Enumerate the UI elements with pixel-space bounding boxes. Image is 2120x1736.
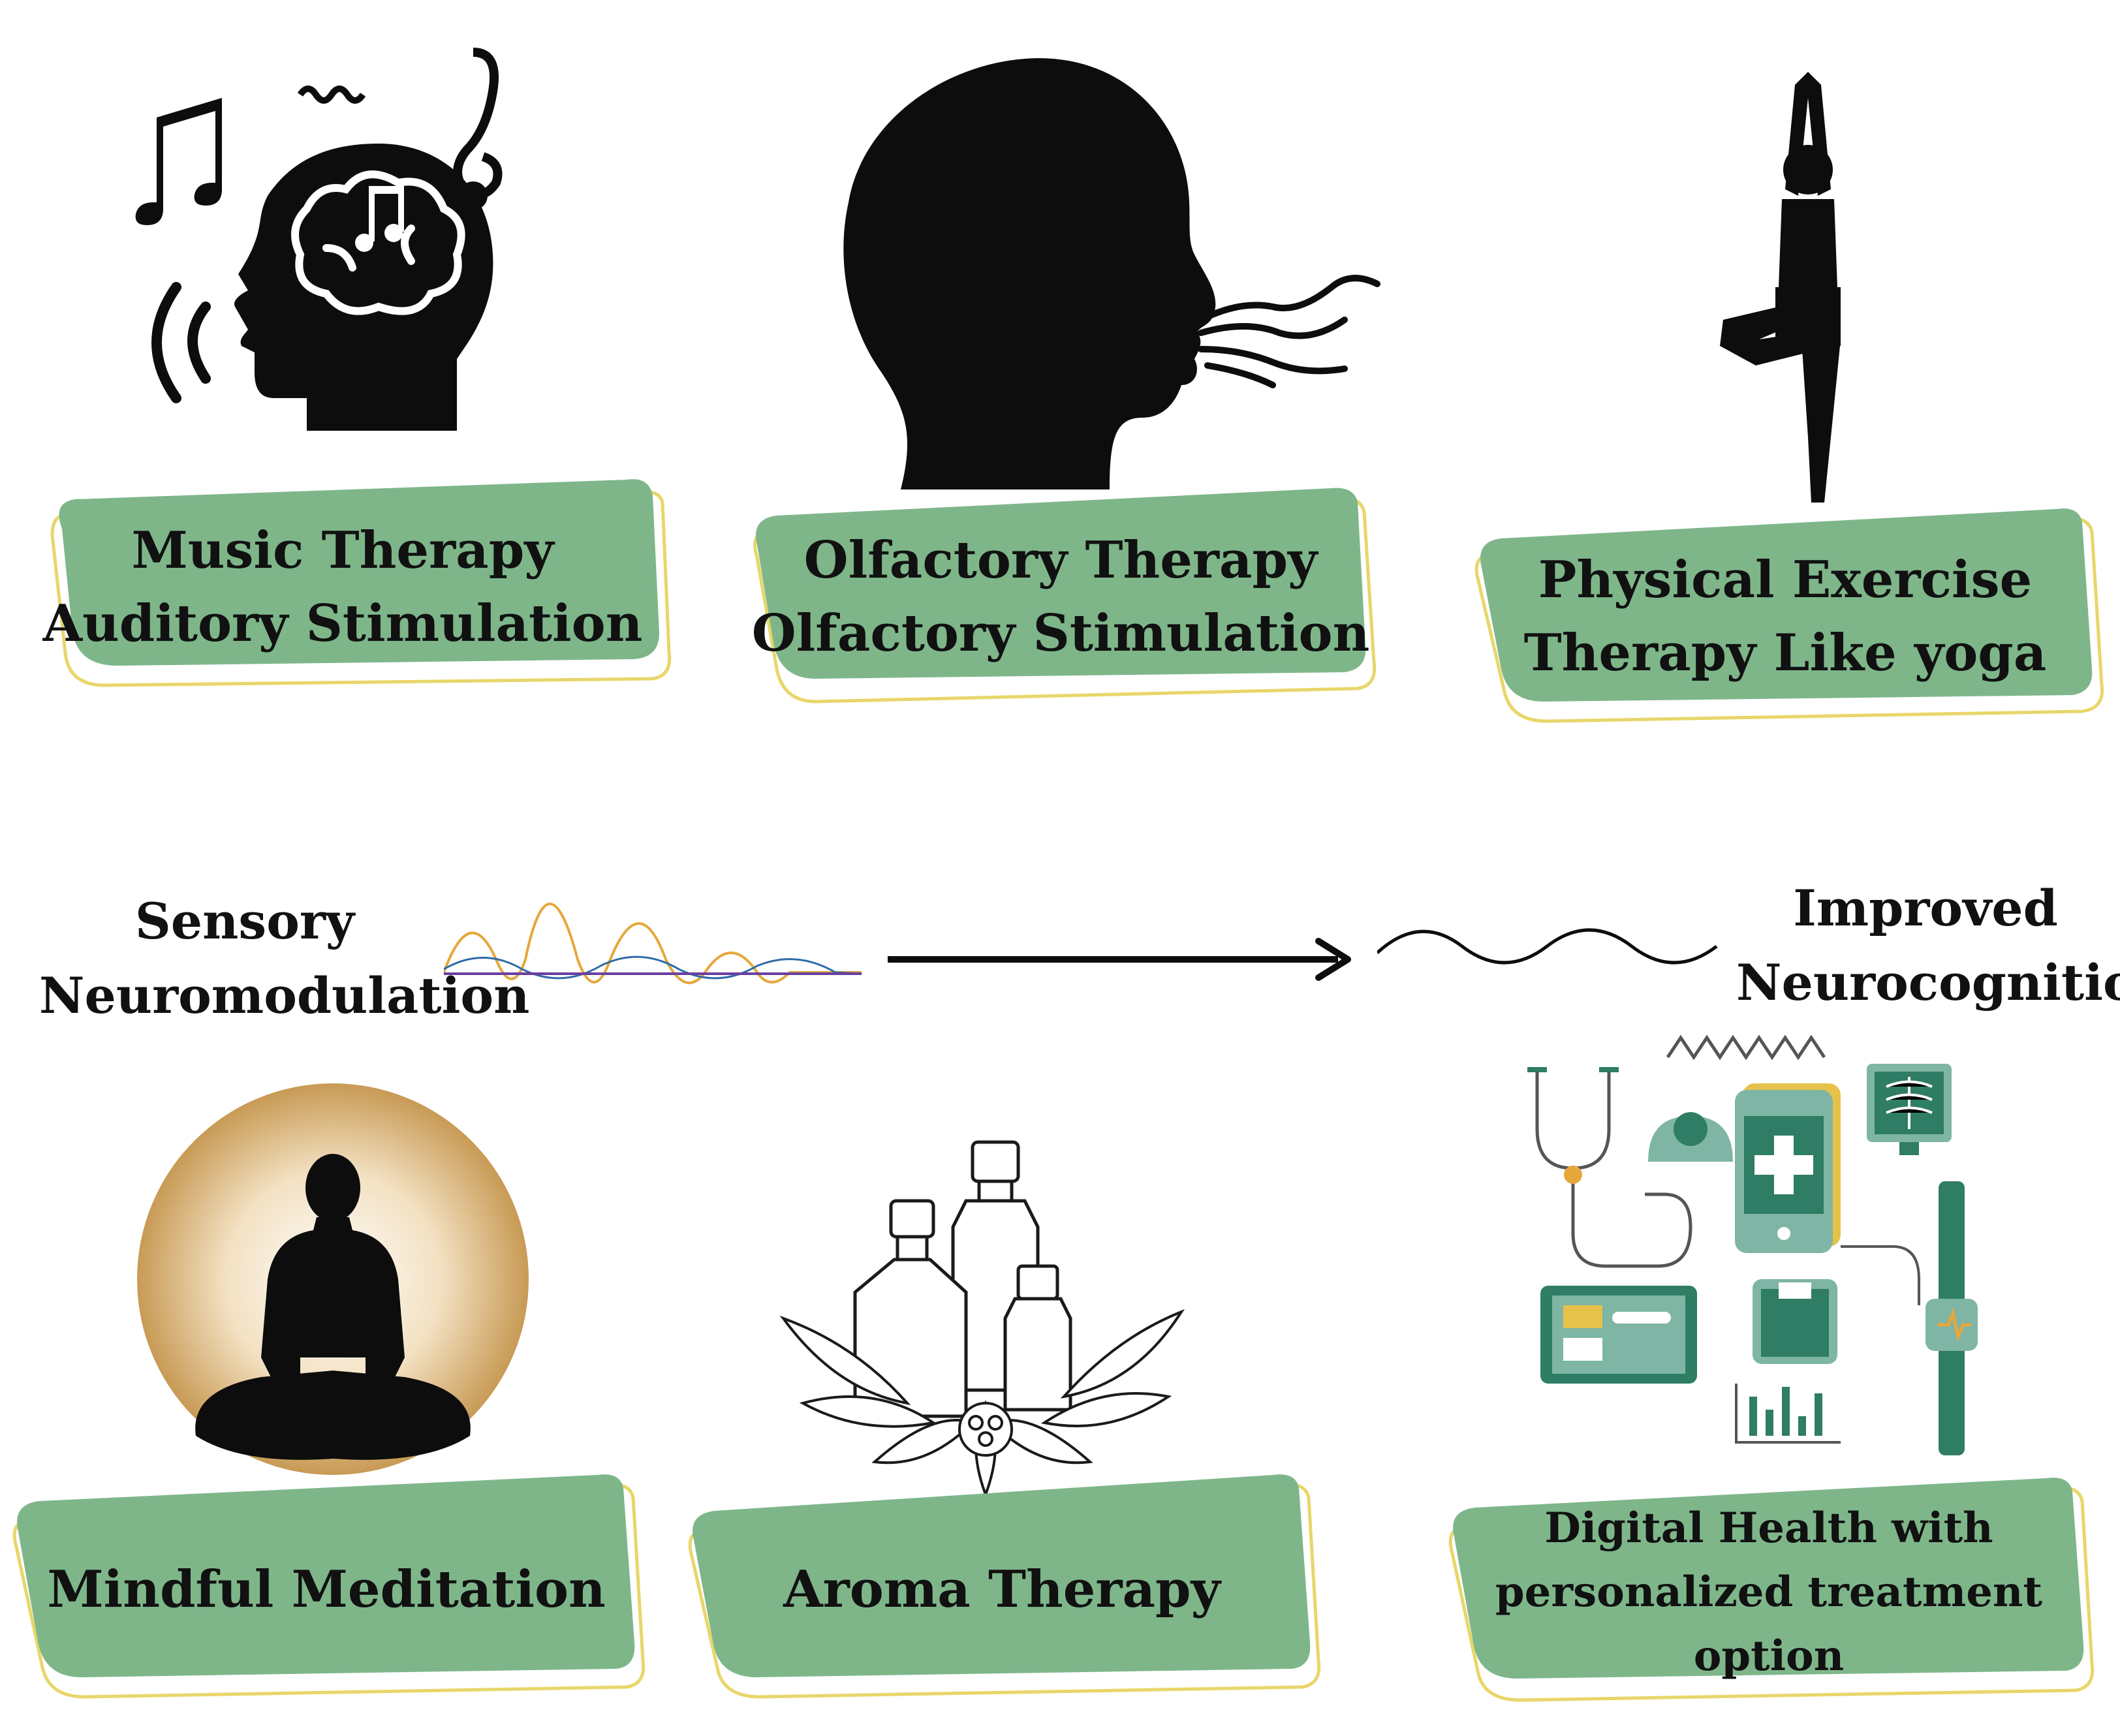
card-digital-line1: Digital Health with — [1544, 1504, 1993, 1553]
card-music-therapy: Music Therapy Auditory Stimulation — [26, 476, 672, 698]
card-exercise-line1: Physical Exercise — [1538, 550, 2033, 610]
card-olfactory-line1: Olfactory Therapy — [803, 531, 1318, 590]
smooth-wave-icon — [1377, 928, 1718, 965]
card-aroma-therapy: Aroma Therapy — [676, 1472, 1328, 1707]
card-meditation-line1: Mindful Meditation — [47, 1559, 606, 1619]
digital-health-devices-icon — [1527, 1034, 1978, 1455]
card-digital-line2: personalized treatment option — [1495, 1568, 2043, 1681]
flow-arrow-icon — [888, 938, 1351, 981]
sensory-neuromodulation-label: Sensory Neuromodulation — [39, 892, 530, 1025]
card-exercise-line2: Therapy Like yoga — [1523, 623, 2047, 683]
improved-neurocognition-label: Improved Neurocognition — [1736, 879, 2120, 1012]
music-head-icon — [135, 48, 503, 431]
aroma-bottles-icon — [779, 1140, 1185, 1495]
meditation-silhouette-icon — [137, 1083, 529, 1475]
breathing-head-icon — [843, 58, 1380, 489]
card-olfactory-therapy: Olfactory Therapy Olfactory Stimulation — [738, 486, 1384, 708]
card-physical-exercise: Physical Exercise Therapy Like yoga — [1462, 506, 2108, 728]
yoga-tree-pose-icon — [1720, 72, 1841, 503]
brain-wave-signal-icon — [444, 903, 862, 984]
card-digital-health: Digital Health with personalized treatme… — [1436, 1475, 2102, 1710]
card-aroma-line1: Aroma Therapy — [783, 1559, 1221, 1619]
card-music-line1: Music Therapy — [131, 521, 554, 580]
card-olfactory-line2: Olfactory Stimulation — [751, 604, 1370, 663]
card-mindful-meditation: Mindful Meditation — [0, 1472, 653, 1707]
card-music-line2: Auditory Stimulation — [42, 594, 643, 653]
